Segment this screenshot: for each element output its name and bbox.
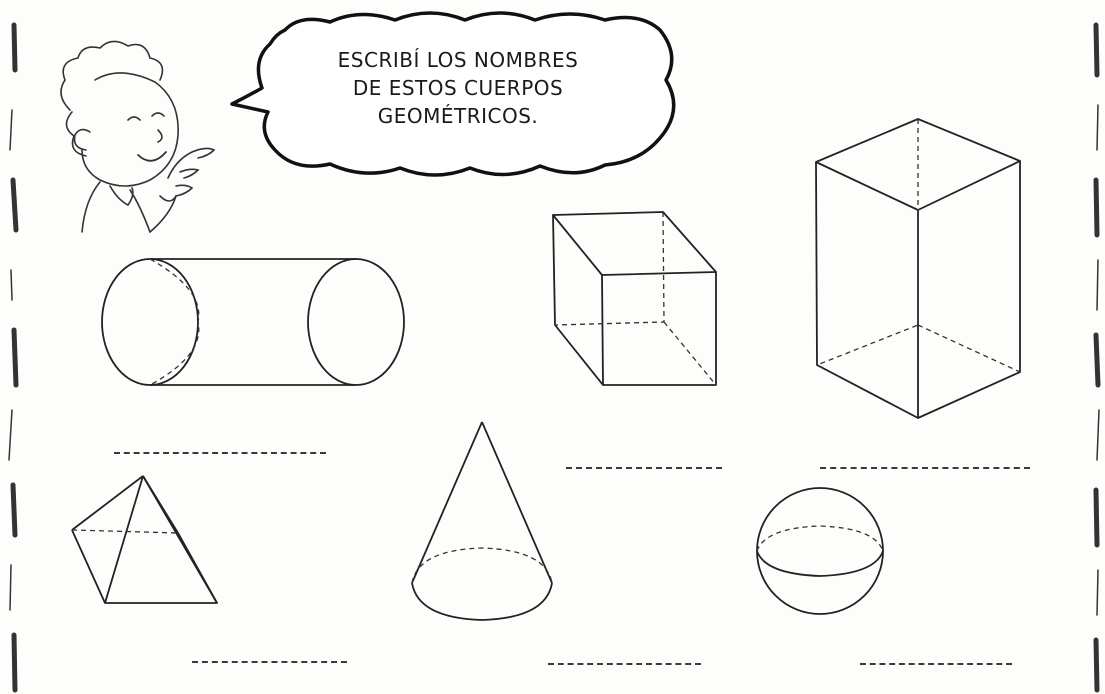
sphere-figure <box>756 487 884 615</box>
instruction-line-1: ESCRIBÍ LOS NOMBRES <box>337 48 579 72</box>
instruction-line-2: DE ESTOS CUERPOS <box>352 76 564 100</box>
rectangular-prism-figure <box>815 118 1021 419</box>
child-illustration <box>60 40 216 233</box>
answer-blank-sphere[interactable] <box>860 663 1012 665</box>
answer-blank-cube[interactable] <box>566 467 722 469</box>
pyramid-figure <box>71 475 218 604</box>
instruction-text: ESCRIBÍ LOS NOMBRES DE ESTOS CUERPOS GEO… <box>268 46 648 130</box>
cylinder-figure <box>101 258 405 386</box>
answer-blank-pyramid[interactable] <box>192 661 347 663</box>
answer-blank-cylinder[interactable] <box>114 452 326 454</box>
instruction-line-3: GEOMÉTRICOS. <box>377 104 539 128</box>
cone-figure <box>411 421 553 621</box>
speech-bubble <box>230 11 676 177</box>
answer-blank-cone[interactable] <box>548 663 701 665</box>
right-border-marks <box>1093 22 1101 693</box>
cube-figure <box>552 211 717 386</box>
left-border-marks <box>8 22 19 693</box>
answer-blank-rectangular-prism[interactable] <box>820 467 1030 469</box>
